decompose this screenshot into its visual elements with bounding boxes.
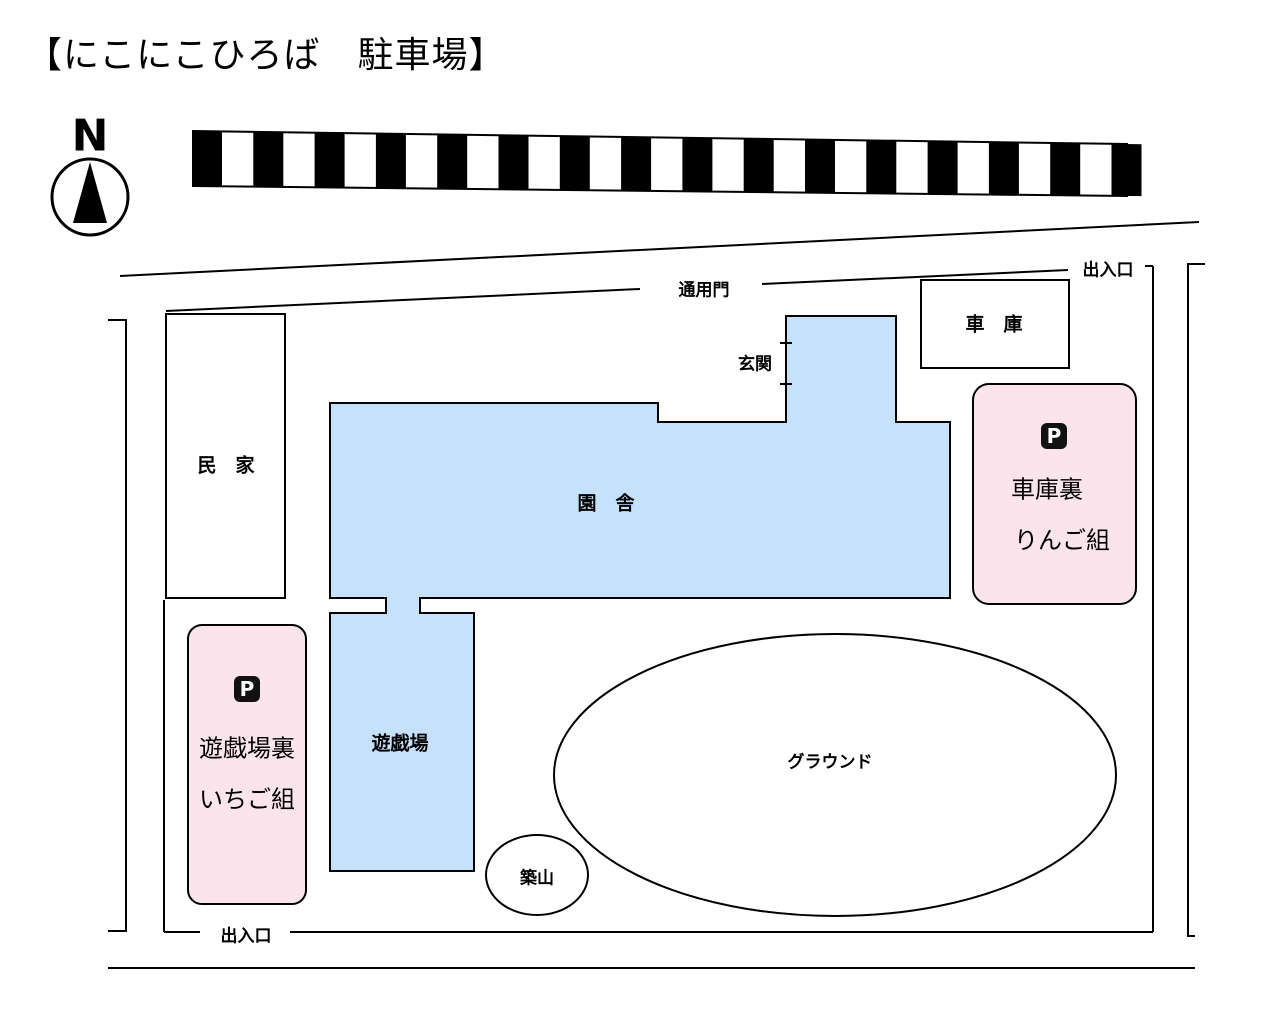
- site-boundary: [163, 265, 1154, 933]
- entrance-bottom-label: 出入口: [220, 926, 272, 947]
- railway-tie: [253, 131, 284, 187]
- railway-tie: [805, 139, 835, 193]
- parking-name: 車庫裏: [1011, 475, 1083, 504]
- railway-tie: [743, 138, 774, 193]
- railway-tie: [621, 136, 652, 191]
- parking-area-back-playroom: [187, 624, 307, 905]
- compass-icon: [50, 157, 130, 237]
- railway: [191, 130, 1142, 197]
- page-title: 【にこにこひろば 駐車場】: [26, 35, 506, 76]
- house-label: 民 家: [197, 454, 255, 477]
- ground-label: グラウンド: [787, 752, 873, 773]
- railway-tie: [498, 135, 529, 190]
- playroom-label: 遊戯場: [371, 732, 429, 755]
- entrance-top-label: 出入口: [1082, 260, 1134, 281]
- parking-icon: P: [234, 676, 260, 702]
- parking-name: 遊戯場裏: [199, 734, 295, 763]
- house: [165, 313, 286, 599]
- parking-group: りんご組: [1014, 526, 1110, 555]
- parking-icon: P: [1041, 423, 1067, 449]
- railway-tie: [988, 142, 1019, 195]
- railway-tie: [314, 132, 345, 188]
- road-lines: [108, 221, 1205, 969]
- hill: [485, 834, 589, 916]
- gate-label: 通用門: [678, 280, 730, 301]
- genkan-label: 玄関: [738, 354, 772, 375]
- garage-label: 車 庫: [965, 313, 1023, 336]
- railway-tie: [866, 140, 897, 194]
- railway-tie: [1111, 143, 1142, 197]
- railway-ties: [192, 131, 1142, 197]
- genkan-marks: [780, 342, 792, 385]
- ground: [553, 633, 1117, 917]
- compass-label: N: [71, 110, 109, 162]
- railway-tie: [192, 131, 222, 187]
- garage: [920, 279, 1070, 369]
- railway-tie: [559, 136, 590, 191]
- building: [329, 315, 951, 872]
- railway-tie: [375, 133, 406, 189]
- railway-tie: [437, 134, 468, 189]
- building-label: 園 舎: [577, 492, 635, 515]
- hill-label: 築山: [520, 868, 554, 889]
- railway-tie: [927, 141, 958, 195]
- railway-tie: [682, 137, 713, 192]
- parking-area-back-garage: [972, 383, 1137, 605]
- parking-group: いちご組: [199, 785, 295, 814]
- railway-tie: [1050, 142, 1081, 196]
